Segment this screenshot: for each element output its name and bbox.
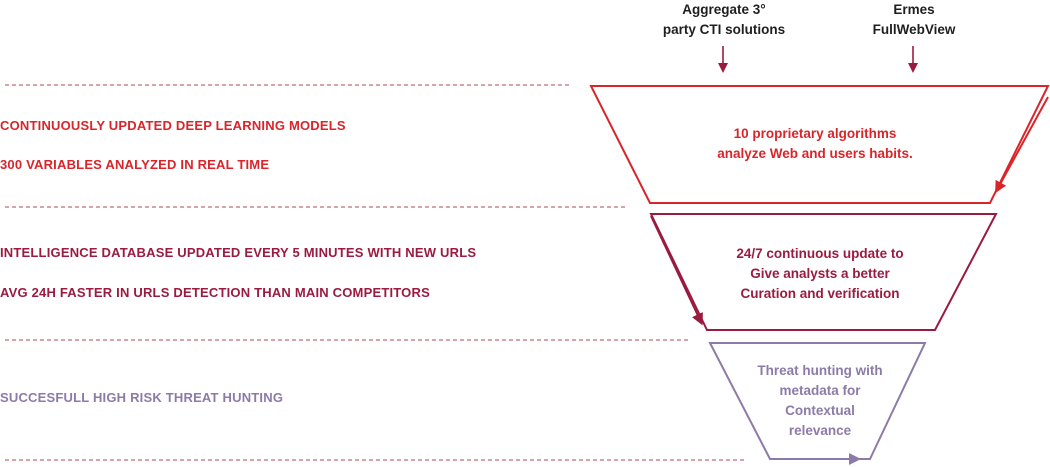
source-ermes-fullwebview: Ermes FullWebView (850, 0, 978, 40)
description-line: Contextual (785, 403, 855, 418)
funnel-tier-1-shape (589, 85, 1050, 204)
tier-2-description: 24/7 continuous update to Give analysts … (720, 244, 920, 304)
description-line: analyze Web and users habits. (717, 146, 913, 161)
funnel-tier-3-shape (708, 342, 927, 460)
description-line: 10 proprietary algorithms (733, 126, 897, 141)
tier-1-label: CONTINUOUSLY UPDATED DEEP LEARNING MODEL… (0, 118, 346, 133)
description-line: Curation and verification (740, 286, 900, 301)
source-line: party CTI solutions (662, 22, 786, 37)
tier-1-label: 300 VARIABLES ANALYZED IN REAL TIME (0, 157, 270, 172)
tier-1-description: 10 proprietary algorithms analyze Web an… (690, 124, 940, 164)
description-line: Give analysts a better (750, 266, 890, 281)
tier-2-arrow (650, 215, 703, 326)
tier-3-description: Threat hunting with metadata for Context… (745, 361, 895, 441)
funnel-tier-2-shape (649, 213, 998, 331)
tier-3-label: SUCCESFULL HIGH RISK THREAT HUNTING (0, 390, 284, 405)
source-aggregate-cti: Aggregate 3° party CTI solutions (640, 0, 808, 40)
description-line: 24/7 continuous update to (736, 246, 904, 261)
source-line: Ermes (893, 2, 935, 17)
description-line: metadata for (779, 383, 861, 398)
tier-1-arrow (995, 96, 1049, 194)
tier-2-label: AVG 24H FASTER IN URLS DETECTION THAN MA… (0, 285, 430, 300)
source-line: FullWebView (872, 22, 956, 37)
description-line: relevance (788, 423, 852, 438)
description-line: Threat hunting with (757, 363, 883, 378)
source-line: Aggregate 3° (682, 2, 766, 17)
tier-2-label: INTELLIGENCE DATABASE UPDATED EVERY 5 MI… (0, 245, 477, 260)
